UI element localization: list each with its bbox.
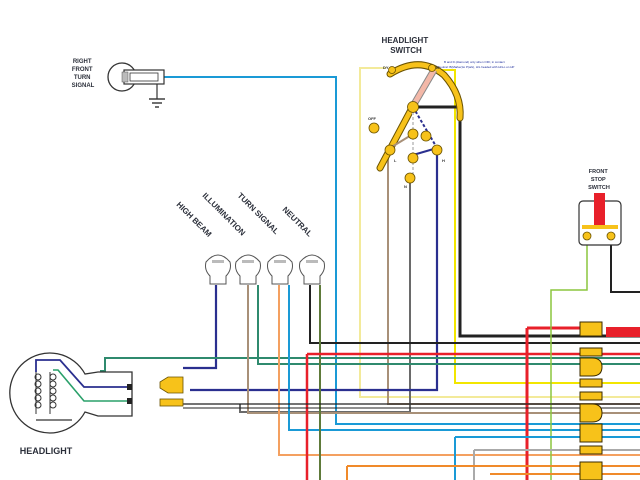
wire-black	[413, 105, 640, 338]
svg-text:NEUTRAL: NEUTRAL	[281, 205, 314, 238]
switch-terminal	[407, 152, 419, 164]
switch-terminal-off	[368, 122, 380, 134]
switch-terminal-h	[431, 144, 443, 156]
connector	[579, 378, 603, 388]
connector	[579, 423, 603, 443]
wire-paleyellow	[359, 67, 640, 398]
right-front-turn-signal-label: RIGHT FRONT TURN SIGNAL	[72, 59, 95, 89]
connectors	[579, 321, 640, 480]
connector	[579, 403, 603, 423]
front-stop-switch-label: FRONT STOP SWITCH	[588, 169, 610, 191]
wire-orange	[278, 285, 640, 456]
wire-navy	[183, 285, 218, 370]
wire-grey	[239, 178, 411, 413]
connector	[579, 391, 603, 401]
switch-terminal-n	[404, 172, 416, 184]
switch-terminal	[407, 128, 419, 140]
wire-black	[309, 285, 640, 344]
switch-note: B and D (diamond) only when OFF, in cont…	[438, 60, 514, 69]
indicator-bulbs	[205, 254, 325, 285]
wire-lime	[550, 240, 588, 480]
connector	[579, 347, 603, 357]
wire-black	[610, 240, 640, 293]
indicator-bulb	[235, 254, 261, 285]
svg-text:HIGH BEAM: HIGH BEAM	[175, 200, 214, 239]
connector	[579, 461, 603, 480]
connector	[579, 321, 603, 337]
wire-navy	[190, 150, 439, 392]
wire-green	[100, 357, 640, 372]
wire-blue	[288, 285, 640, 431]
indicator-bulb	[205, 254, 231, 285]
wire-green	[257, 285, 640, 365]
svg-text:DY B OFF L: DY B OFF L H N	[368, 65, 446, 189]
connector	[579, 357, 603, 377]
connector	[579, 445, 603, 455]
wire-red-bundle	[606, 327, 640, 337]
wire-brown	[247, 285, 640, 414]
front-stop-switch	[578, 193, 622, 246]
headlight-switch-label: HEADLIGHT SWITCH	[382, 36, 431, 55]
indicator-bulb	[299, 254, 325, 285]
wire-yellow	[440, 69, 640, 384]
headlight-switch: DY B OFF L H N	[368, 61, 464, 189]
switch-terminal-b	[407, 101, 419, 113]
right-front-turn-signal	[107, 62, 165, 108]
switch-terminal	[420, 130, 432, 142]
wire-blue	[163, 76, 640, 425]
indicator-labels: HIGH BEAM ILLUMINATION TURN SIGNAL NEUTR…	[175, 191, 314, 239]
wires	[100, 67, 640, 480]
headlight-label: HEADLIGHT	[20, 446, 73, 456]
headlight	[9, 352, 184, 434]
switch-terminal-l	[384, 144, 396, 156]
indicator-bulb	[267, 254, 293, 285]
